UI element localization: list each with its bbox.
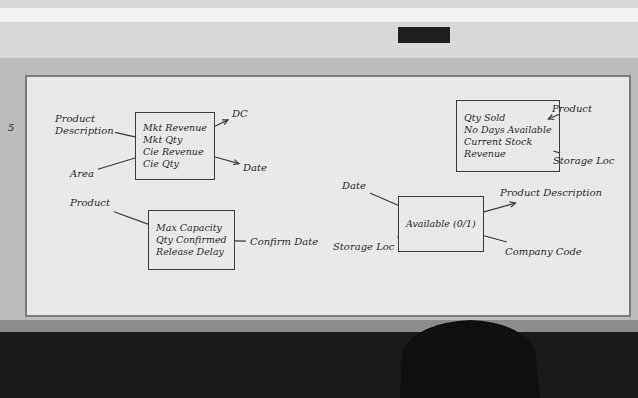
measure-name: No Days Available	[464, 124, 552, 136]
fact-table-box: Max CapacityQty ConfirmedRelease Delay	[148, 210, 235, 270]
leader-line	[484, 203, 515, 212]
clock	[398, 27, 450, 43]
arrowhead	[233, 160, 239, 165]
measure-name: Cie Revenue	[143, 146, 207, 158]
dimension-label: Date	[243, 162, 267, 174]
dimension-label: Storage Loc	[333, 241, 394, 253]
leader-line	[235, 240, 246, 241]
measure-name: Current Stock	[464, 136, 552, 148]
dimension-label: Area	[70, 168, 94, 180]
dimension-label: Product	[552, 103, 592, 115]
measure-name: Mkt Qty	[143, 134, 207, 146]
measure-name: Available (0/1)	[406, 218, 476, 230]
dimension-label: Product Description	[55, 113, 111, 137]
arrowhead	[510, 202, 516, 207]
leader-line	[484, 236, 507, 242]
measure-name: Cie Qty	[143, 158, 207, 170]
measure-name: Revenue	[464, 148, 552, 160]
board-frame	[0, 58, 638, 320]
leader-line	[98, 158, 135, 169]
leader-line	[370, 193, 398, 205]
fact-table-box: Mkt RevenueMkt QtyCie RevenueCie Qty	[135, 112, 215, 180]
leader-line	[548, 114, 560, 119]
margin-number: 5	[8, 122, 14, 134]
arrowhead	[222, 120, 228, 125]
measure-name: Release Delay	[156, 246, 227, 258]
dimension-label: DC	[232, 108, 248, 120]
marker-tray	[0, 320, 638, 332]
fact-table-box: Available (0/1)	[398, 196, 484, 252]
leader-line	[115, 132, 135, 137]
whiteboard	[26, 76, 630, 316]
person-silhouette	[400, 320, 540, 398]
measure-name: Qty Sold	[464, 112, 552, 124]
floor-shadow	[0, 332, 638, 398]
wall	[0, 0, 638, 60]
measure-name: Max Capacity	[156, 222, 227, 234]
dimension-label: Product Description	[500, 187, 602, 199]
measure-name: Qty Confirmed	[156, 234, 227, 246]
leader-line	[215, 120, 228, 126]
dimension-label: Storage Loc	[553, 155, 614, 167]
ceiling-light	[0, 8, 638, 22]
measure-name: Mkt Revenue	[143, 122, 207, 134]
dimension-label: Company Code	[505, 246, 582, 258]
arrowhead	[548, 114, 554, 119]
dimension-label: Date	[342, 180, 366, 192]
leader-line	[114, 212, 148, 224]
fact-table-box: Qty SoldNo Days AvailableCurrent StockRe…	[456, 100, 560, 172]
dimension-label: Confirm Date	[250, 236, 318, 248]
dimension-label: Product	[70, 197, 110, 209]
